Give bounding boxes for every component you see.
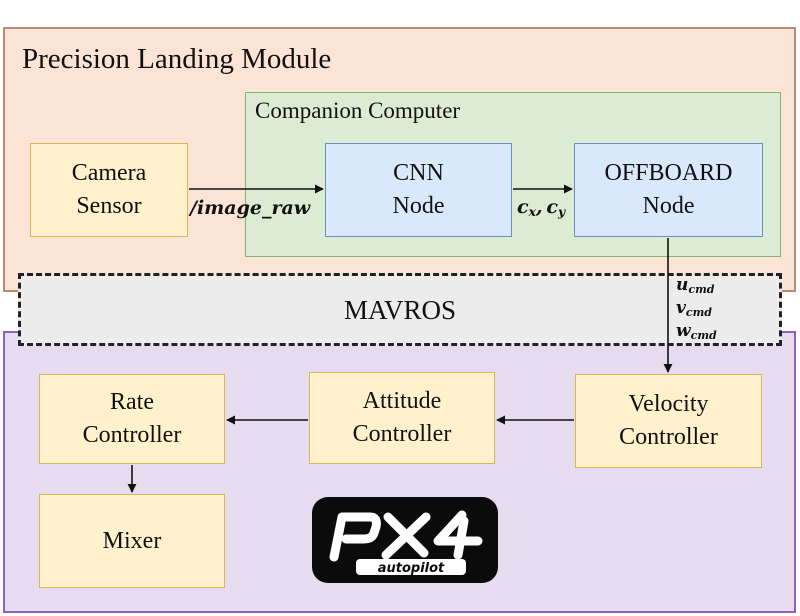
offboard-node-label-line2: Node <box>642 193 695 219</box>
w-cmd-label: wcmd <box>676 321 717 343</box>
image-raw-signal-label: /image_raw <box>190 197 311 219</box>
v-cmd-label: vcmd <box>676 298 713 320</box>
cnn-node: CNN Node <box>325 143 512 237</box>
attitude-controller-label-line1: Attitude <box>362 388 442 414</box>
precision-landing-module-title: Precision Landing Module <box>22 43 332 75</box>
mixer-label: Mixer <box>102 527 162 554</box>
camera-sensor-label-line2: Sensor <box>76 193 142 219</box>
mixer-node: Mixer <box>39 494 225 588</box>
companion-computer-title: Companion Computer <box>255 98 461 123</box>
mavros-label: MAVROS <box>343 294 457 325</box>
camera-sensor-label-line1: Camera <box>71 160 147 186</box>
mavros-band: MAVROS <box>18 273 782 346</box>
offboard-node: OFFBOARD Node <box>574 143 763 237</box>
u-cmd-label: ucmd <box>676 275 715 297</box>
rate-controller-label-line2: Controller <box>82 422 182 448</box>
velocity-controller-label-line2: Controller <box>619 424 718 450</box>
attitude-controller-label-line2: Controller <box>352 421 452 447</box>
cnn-node-label-line2: Node <box>392 193 445 219</box>
rate-controller-label-line1: Rate <box>110 389 154 415</box>
logo-autopilot-text: autopilot <box>378 561 445 576</box>
offboard-node-label-line1: OFFBOARD <box>604 160 733 186</box>
cx-cy-signal-label: cx, cy <box>517 196 566 219</box>
logo-sub-band <box>356 559 466 575</box>
cnn-node-label-line1: CNN <box>393 160 444 186</box>
velocity-controller-label-line1: Velocity <box>628 391 709 417</box>
px4-logo-mark <box>329 510 483 562</box>
velocity-command-signal-labels: ucmd vcmd wcmd <box>676 276 717 345</box>
px4-autopilot-logo: autopilot <box>312 497 498 583</box>
